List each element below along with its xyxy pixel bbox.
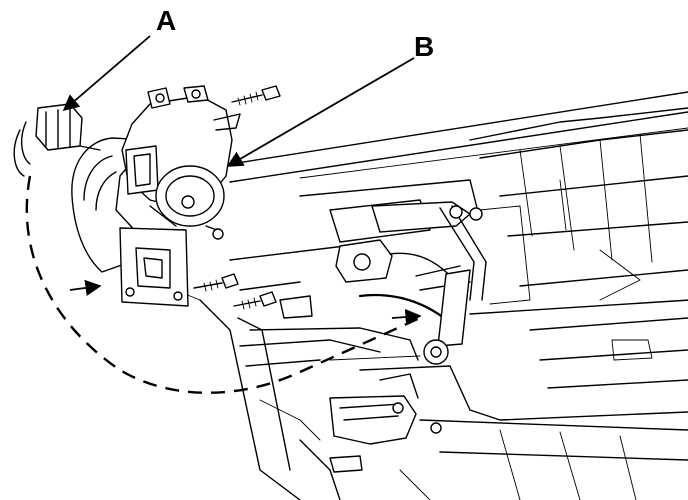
leader-a (62, 35, 151, 112)
actuator-motor-b (121, 85, 241, 240)
housing-structure (179, 91, 688, 500)
screw-top (231, 85, 281, 106)
leader-b (226, 57, 415, 167)
connector-a (13, 103, 101, 177)
linkage-lower-lever (329, 373, 442, 445)
callout-label-b: B (414, 31, 434, 62)
callout-label-a: A (156, 5, 176, 36)
linkage-upper-lever (371, 201, 487, 301)
screw-lower (233, 291, 277, 310)
mounting-bracket (71, 137, 189, 307)
callout-leaders (62, 35, 415, 167)
routing-path (25, 175, 422, 394)
linkage-rod (358, 265, 471, 365)
screw-middle (193, 273, 239, 292)
linkage-pivot-block (335, 239, 457, 283)
